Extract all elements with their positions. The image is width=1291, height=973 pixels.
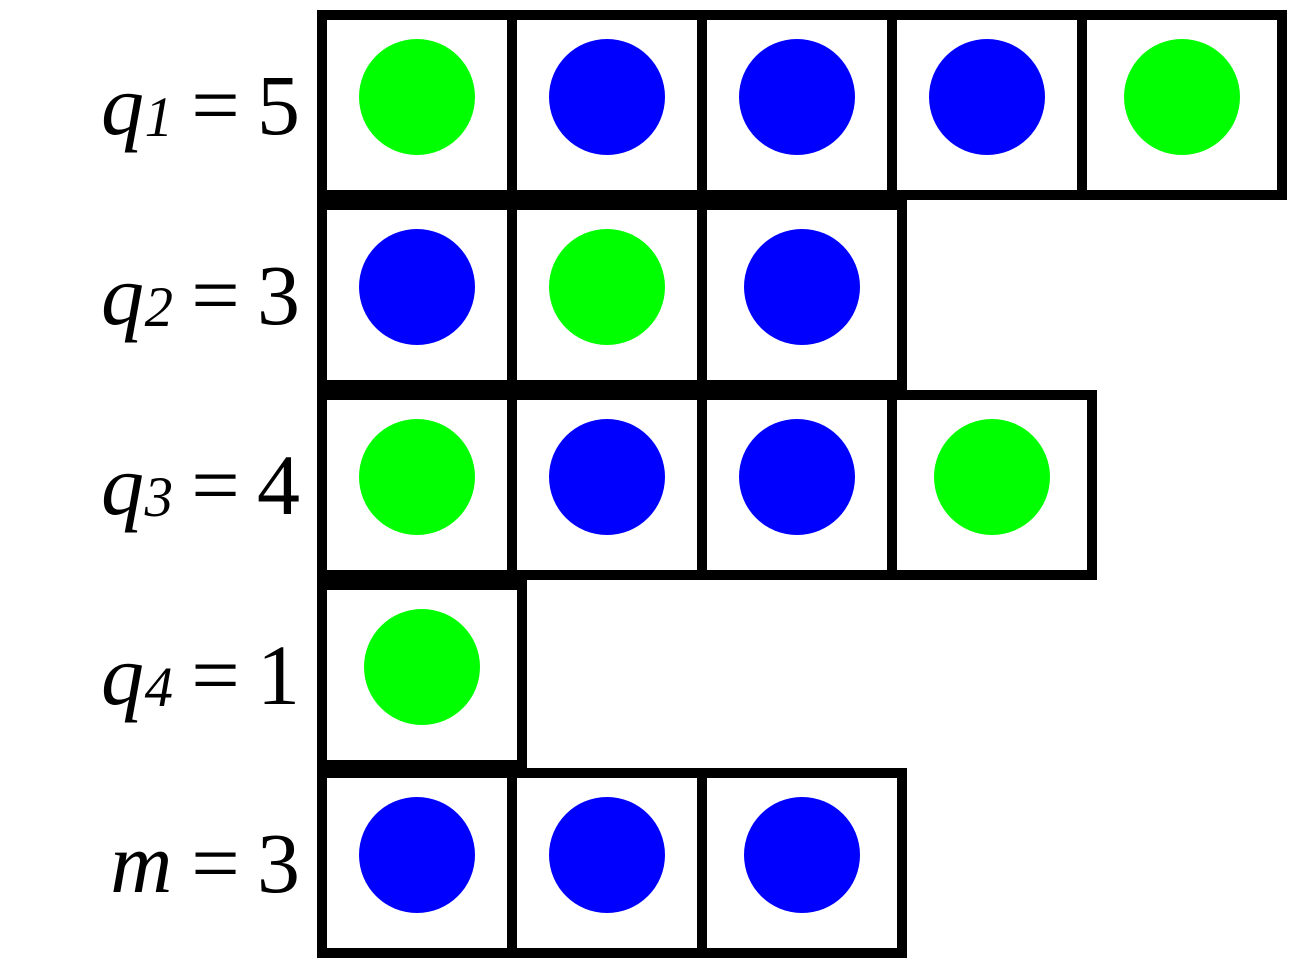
green-token-icon — [364, 609, 480, 725]
label-equals-sign: = — [191, 247, 240, 343]
label-subscript: 4 — [144, 656, 173, 720]
cell-r1-c5[interactable] — [1087, 20, 1277, 190]
blue-token-icon — [359, 229, 475, 345]
cell-r5-c3[interactable] — [707, 778, 897, 948]
cell-r1-c2[interactable] — [517, 20, 707, 190]
row-label-row-m: m=3 — [0, 768, 300, 958]
label-subscript: 3 — [144, 466, 173, 530]
cell-r4-c1[interactable] — [327, 590, 517, 760]
label-variable: m — [110, 815, 173, 911]
cell-r3-c3[interactable] — [707, 400, 897, 570]
blue-token-icon — [929, 39, 1045, 155]
label-variable: q — [101, 247, 145, 343]
cell-r3-c1[interactable] — [327, 400, 517, 570]
row-q4 — [317, 580, 527, 770]
label-value: 4 — [257, 437, 300, 533]
blue-token-icon — [744, 229, 860, 345]
cell-r5-c1[interactable] — [327, 778, 517, 948]
label-subscript: 2 — [144, 276, 173, 340]
blue-token-icon — [549, 39, 665, 155]
row-q3 — [317, 390, 1097, 580]
blue-token-icon — [739, 419, 855, 535]
label-value: 5 — [257, 57, 300, 153]
label-equals-sign: = — [191, 57, 240, 153]
row-q1 — [317, 10, 1287, 200]
green-token-icon — [1124, 39, 1240, 155]
label-equals-sign: = — [191, 815, 240, 911]
cell-r2-c1[interactable] — [327, 210, 517, 380]
cell-r3-c2[interactable] — [517, 400, 707, 570]
label-subscript: 1 — [144, 86, 173, 150]
label-variable: q — [101, 437, 145, 533]
blue-token-icon — [549, 419, 665, 535]
label-value: 1 — [257, 627, 300, 723]
green-token-icon — [934, 419, 1050, 535]
label-value: 3 — [257, 815, 300, 911]
cell-r1-c4[interactable] — [897, 20, 1087, 190]
green-token-icon — [359, 419, 475, 535]
label-equals-sign: = — [191, 627, 240, 723]
blue-token-icon — [739, 39, 855, 155]
label-equals-sign: = — [191, 437, 240, 533]
row-q2 — [317, 200, 907, 390]
cell-r1-c1[interactable] — [327, 20, 517, 190]
cell-r3-c4[interactable] — [897, 400, 1087, 570]
label-value: 3 — [257, 247, 300, 343]
cell-r2-c3[interactable] — [707, 210, 897, 380]
row-m — [317, 768, 907, 958]
blue-token-icon — [744, 797, 860, 913]
cell-r2-c2[interactable] — [517, 210, 707, 380]
green-token-icon — [359, 39, 475, 155]
label-variable: q — [101, 627, 145, 723]
label-variable: q — [101, 57, 145, 153]
blue-token-icon — [549, 797, 665, 913]
blue-token-icon — [359, 797, 475, 913]
green-token-icon — [549, 229, 665, 345]
cell-r1-c3[interactable] — [707, 20, 897, 190]
cell-r5-c2[interactable] — [517, 778, 707, 948]
